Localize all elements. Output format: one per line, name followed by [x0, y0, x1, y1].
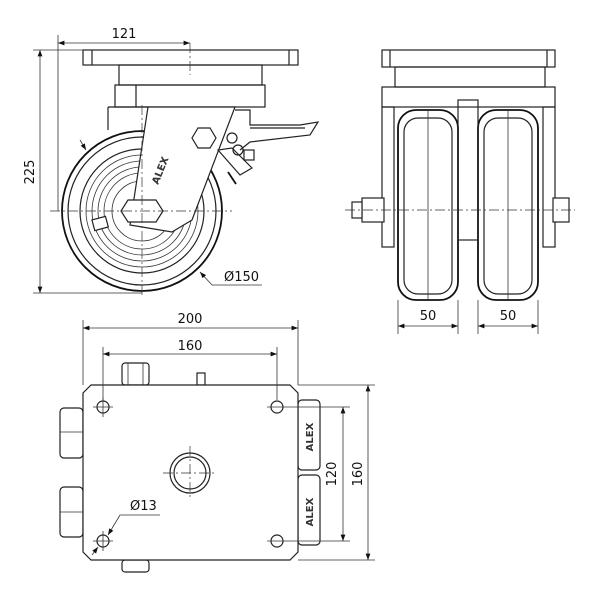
dim-label-150: Ø150	[224, 270, 259, 285]
dim-label-121: 121	[112, 27, 137, 42]
bolt-head	[191, 127, 217, 149]
dim-leader-150	[199, 271, 262, 286]
top-plate-front	[381, 49, 556, 68]
dim-label-50-left: 50	[420, 309, 437, 324]
wheel-front-right	[477, 109, 539, 301]
mounting-plate	[82, 384, 299, 561]
left-pad-top	[59, 407, 84, 459]
side-view: ALEX 121 225 Ø150	[23, 27, 320, 298]
top-nut	[121, 362, 150, 386]
pad-logo-bottom: ALEX	[305, 497, 316, 526]
brake-assembly	[216, 109, 320, 185]
dim-label-120: 120	[325, 462, 340, 487]
swivel-housing	[118, 64, 263, 86]
grease-nipple	[196, 372, 206, 386]
dim-label-160-vertical: 160	[351, 462, 366, 487]
front-view: 50 50	[345, 49, 575, 334]
top-plate-view: ALEX ALEX 200 160 120 160	[59, 312, 375, 573]
dim-label-160-horizontal: 160	[178, 339, 203, 354]
swivel-ring	[114, 84, 266, 108]
dim-label-200: 200	[178, 312, 203, 327]
dim-label-50-right: 50	[500, 309, 517, 324]
valve	[91, 215, 110, 232]
top-plate	[82, 49, 299, 66]
dim-label-13: Ø13	[130, 499, 157, 514]
wheel-front-left	[397, 109, 459, 301]
pad-logo-top: ALEX	[305, 422, 316, 451]
dim-label-225: 225	[23, 160, 38, 185]
